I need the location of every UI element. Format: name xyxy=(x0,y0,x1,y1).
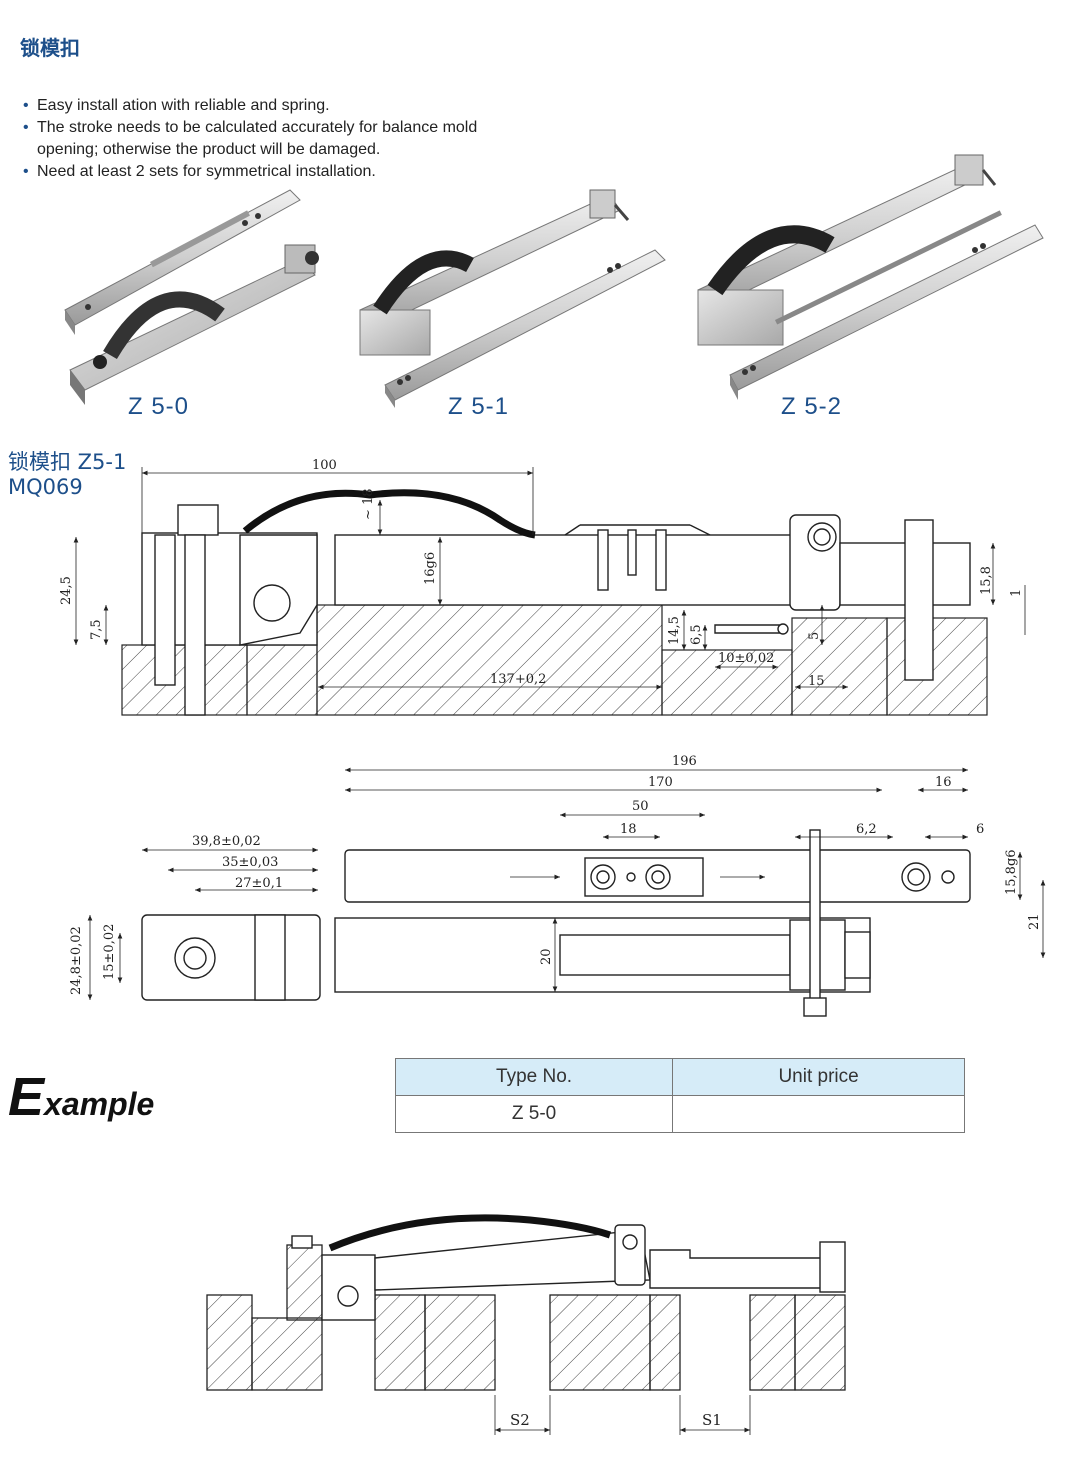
drawing-title-name: 锁模扣 Z5-1 xyxy=(8,450,127,474)
product-photo-z5-0 xyxy=(64,189,319,405)
dim-27: 27±0,1 xyxy=(235,876,283,891)
dim-6-5: 6,5 xyxy=(689,624,704,645)
model-label-z5-1: Z 5-1 xyxy=(448,393,510,420)
dim-18-top: 18 xyxy=(620,822,637,837)
dim-24-5: 24,5 xyxy=(59,576,74,605)
dim-15-8g6: 15,8g6 xyxy=(1004,849,1019,895)
dim-21: 21 xyxy=(1027,913,1042,930)
assembly-label-s2: S2 xyxy=(510,1411,530,1429)
dim-15: 15 xyxy=(808,674,825,689)
dim-6-2: 6,2 xyxy=(856,822,877,837)
table-header-type: Type No. xyxy=(394,1058,674,1096)
dim-6: 6 xyxy=(976,822,984,837)
feature-item: Easy install ation with reliable and spr… xyxy=(20,95,527,117)
dim-196: 196 xyxy=(672,754,697,769)
dim-10: 10±0,02 xyxy=(718,651,774,666)
dim-18: ~ 18 xyxy=(361,488,376,520)
dim-14-5: 14,5 xyxy=(667,616,682,645)
model-label-z5-2: Z 5-2 xyxy=(781,393,843,420)
top-view-drawing: 196 170 16 50 18 6,2 6 39,8±0,02 35±0,03… xyxy=(69,754,1046,1017)
assembly-label-s1: S1 xyxy=(702,1411,722,1429)
page-title: 锁模扣 xyxy=(20,36,80,60)
table-header-price: Unit price xyxy=(672,1058,965,1096)
model-label-z5-0: Z 5-0 xyxy=(128,393,190,420)
dim-39-8: 39,8±0,02 xyxy=(192,834,261,849)
dim-7-5: 7,5 xyxy=(89,619,104,640)
dim-1: 1 xyxy=(1009,589,1024,597)
product-photo-z5-2 xyxy=(697,154,1044,400)
feature-item: Need at least 2 sets for symmetrical ins… xyxy=(20,161,527,183)
price-table: Type No. Unit price Z 5-0 xyxy=(394,1058,965,1133)
dim-137: 137+0,2 xyxy=(490,672,546,687)
dim-35: 35±0,03 xyxy=(222,855,278,870)
table-cell-type: Z 5-0 xyxy=(394,1095,674,1133)
drawing-title: 锁模扣 Z5-1 MQ069 xyxy=(8,450,126,500)
drawing-code: MQ069 xyxy=(8,475,83,499)
dim-170: 170 xyxy=(648,775,673,790)
table-header-row: Type No. Unit price xyxy=(394,1058,965,1096)
dim-16: 16 xyxy=(935,775,952,790)
table-cell-price xyxy=(672,1095,965,1133)
dim-15-8: 15,8 xyxy=(979,566,994,595)
dim-16g6: 16g6 xyxy=(423,552,438,585)
side-view-drawing: 100 ~ 18 16g6 24,5 7,5 14,5 6,5 5 10±0,0… xyxy=(59,458,1026,716)
dim-50: 50 xyxy=(632,799,649,814)
feature-item: The stroke needs to be calculated accura… xyxy=(20,117,527,161)
product-photos xyxy=(64,154,1044,408)
dim-20: 20 xyxy=(539,948,554,965)
assembly-drawing: S2 S1 xyxy=(206,1214,846,1435)
dim-15-top: 15±0,02 xyxy=(102,924,117,980)
dim-100: 100 xyxy=(312,458,337,473)
dim-24-8: 24,8±0,02 xyxy=(69,926,84,995)
table-row: Z 5-0 xyxy=(394,1095,965,1133)
feature-list: Easy install ation with reliable and spr… xyxy=(20,95,527,183)
product-photo-z5-1 xyxy=(359,189,666,408)
example-heading: Example xyxy=(8,1067,155,1127)
dim-5: 5 xyxy=(807,632,822,640)
